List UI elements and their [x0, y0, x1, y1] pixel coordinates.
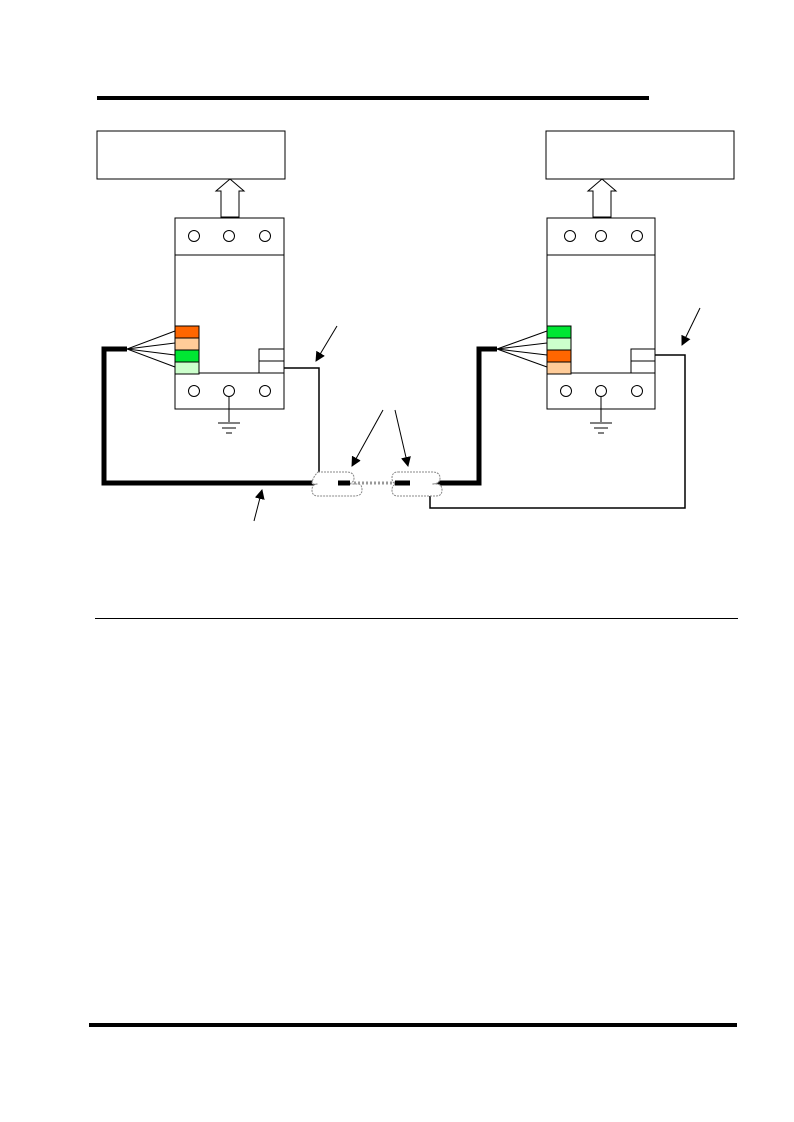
left-up-arrow-icon	[214, 178, 246, 218]
right-bottom-terminal-2-icon	[595, 385, 607, 397]
right-host-box	[545, 130, 735, 180]
header-rule	[97, 96, 649, 100]
right-led-1	[546, 325, 572, 339]
right-top-terminal-1-icon	[564, 230, 576, 242]
cable-pointer-icon	[253, 489, 265, 522]
left-led-1	[174, 325, 200, 339]
right-led-4	[546, 361, 572, 375]
right-led-2	[546, 337, 572, 351]
left-host-box	[96, 130, 286, 180]
left-device	[96, 130, 286, 434]
left-top-terminal-3-icon	[259, 230, 271, 242]
right-up-arrow-icon	[586, 178, 618, 218]
left-led-4	[174, 361, 200, 375]
left-bottom-terminal-3-icon	[259, 385, 271, 397]
right-fanout-wires	[496, 330, 548, 368]
right-thick-cable	[395, 346, 497, 486]
cable-splice-icon	[311, 471, 443, 497]
splice-left-pointer-icon	[351, 409, 384, 467]
left-bottom-terminal-2-icon	[223, 385, 235, 397]
left-bottom-terminal-1-icon	[188, 385, 200, 397]
footer-rule	[89, 1023, 737, 1027]
right-led-3	[546, 349, 572, 363]
right-device-body	[546, 217, 656, 410]
left-ground-icon	[218, 396, 240, 434]
right-device	[496, 130, 735, 434]
left-fanout-wires	[126, 330, 176, 368]
splice-right-pointer-icon	[394, 409, 411, 467]
left-connector-pointer-icon	[315, 325, 338, 362]
right-top-terminal-3-icon	[631, 230, 643, 242]
left-device-body	[174, 217, 285, 410]
right-thin-wire	[429, 354, 686, 509]
right-ground-icon	[590, 396, 612, 434]
right-top-terminal-2-icon	[595, 230, 607, 242]
left-top-terminal-2-icon	[223, 230, 235, 242]
left-led-stack	[174, 325, 200, 375]
section-divider	[95, 618, 738, 619]
right-connector-pointer-icon	[681, 307, 701, 346]
left-top-terminal-1-icon	[188, 230, 200, 242]
left-led-3	[174, 349, 200, 363]
right-bottom-terminal-3-icon	[631, 385, 643, 397]
right-led-stack	[546, 325, 572, 375]
left-led-2	[174, 337, 200, 351]
left-thick-cable	[101, 346, 350, 486]
left-thin-wire	[284, 367, 320, 475]
right-bottom-terminal-1-icon	[560, 385, 572, 397]
